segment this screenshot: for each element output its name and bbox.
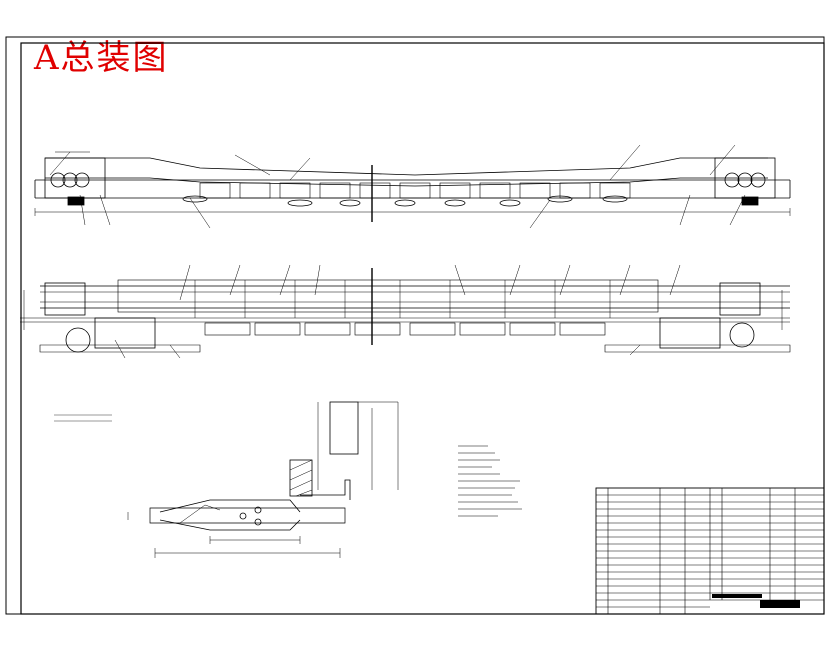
outer-border [5, 36, 825, 615]
drawing-title: A总装图 [34, 38, 169, 78]
plan-view [20, 264, 791, 359]
section-detail-view [54, 401, 399, 558]
technical-notes [458, 445, 522, 517]
front-elevation-view [34, 144, 791, 229]
inner-border [20, 42, 825, 615]
parts-list-table [595, 487, 825, 615]
